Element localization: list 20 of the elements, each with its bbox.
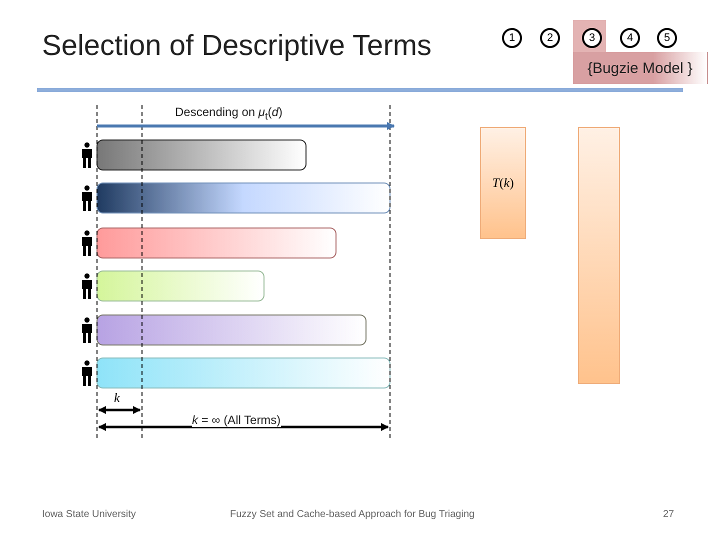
term-set-box: T(k) bbox=[480, 127, 526, 239]
term-bar bbox=[96, 140, 306, 170]
model-label: {Bugzie Model } bbox=[573, 52, 708, 84]
page-number: 27 bbox=[663, 509, 674, 520]
step-number: 2 bbox=[540, 28, 560, 48]
term-bar bbox=[96, 358, 390, 388]
slide-title: Selection of Descriptive Terms bbox=[42, 30, 432, 63]
term-column bbox=[578, 127, 620, 384]
step-number: 1 bbox=[502, 28, 522, 48]
term-bar bbox=[96, 182, 390, 214]
step-number: 5 bbox=[657, 28, 677, 48]
dimension-label: k = ∞ (All Terms) bbox=[192, 413, 281, 427]
term-bar bbox=[96, 228, 336, 258]
dimension-label: k bbox=[114, 390, 120, 406]
footer-text: Fuzzy Set and Cache-based Approach for Bug Triaging bbox=[230, 509, 475, 520]
axis-caption: Descending on μ$_{t}$(d) bbox=[175, 105, 282, 122]
footer-text: Iowa State University bbox=[42, 509, 136, 520]
term-bar bbox=[96, 270, 264, 302]
step-number: 4 bbox=[620, 28, 640, 48]
term-bar bbox=[96, 314, 366, 346]
